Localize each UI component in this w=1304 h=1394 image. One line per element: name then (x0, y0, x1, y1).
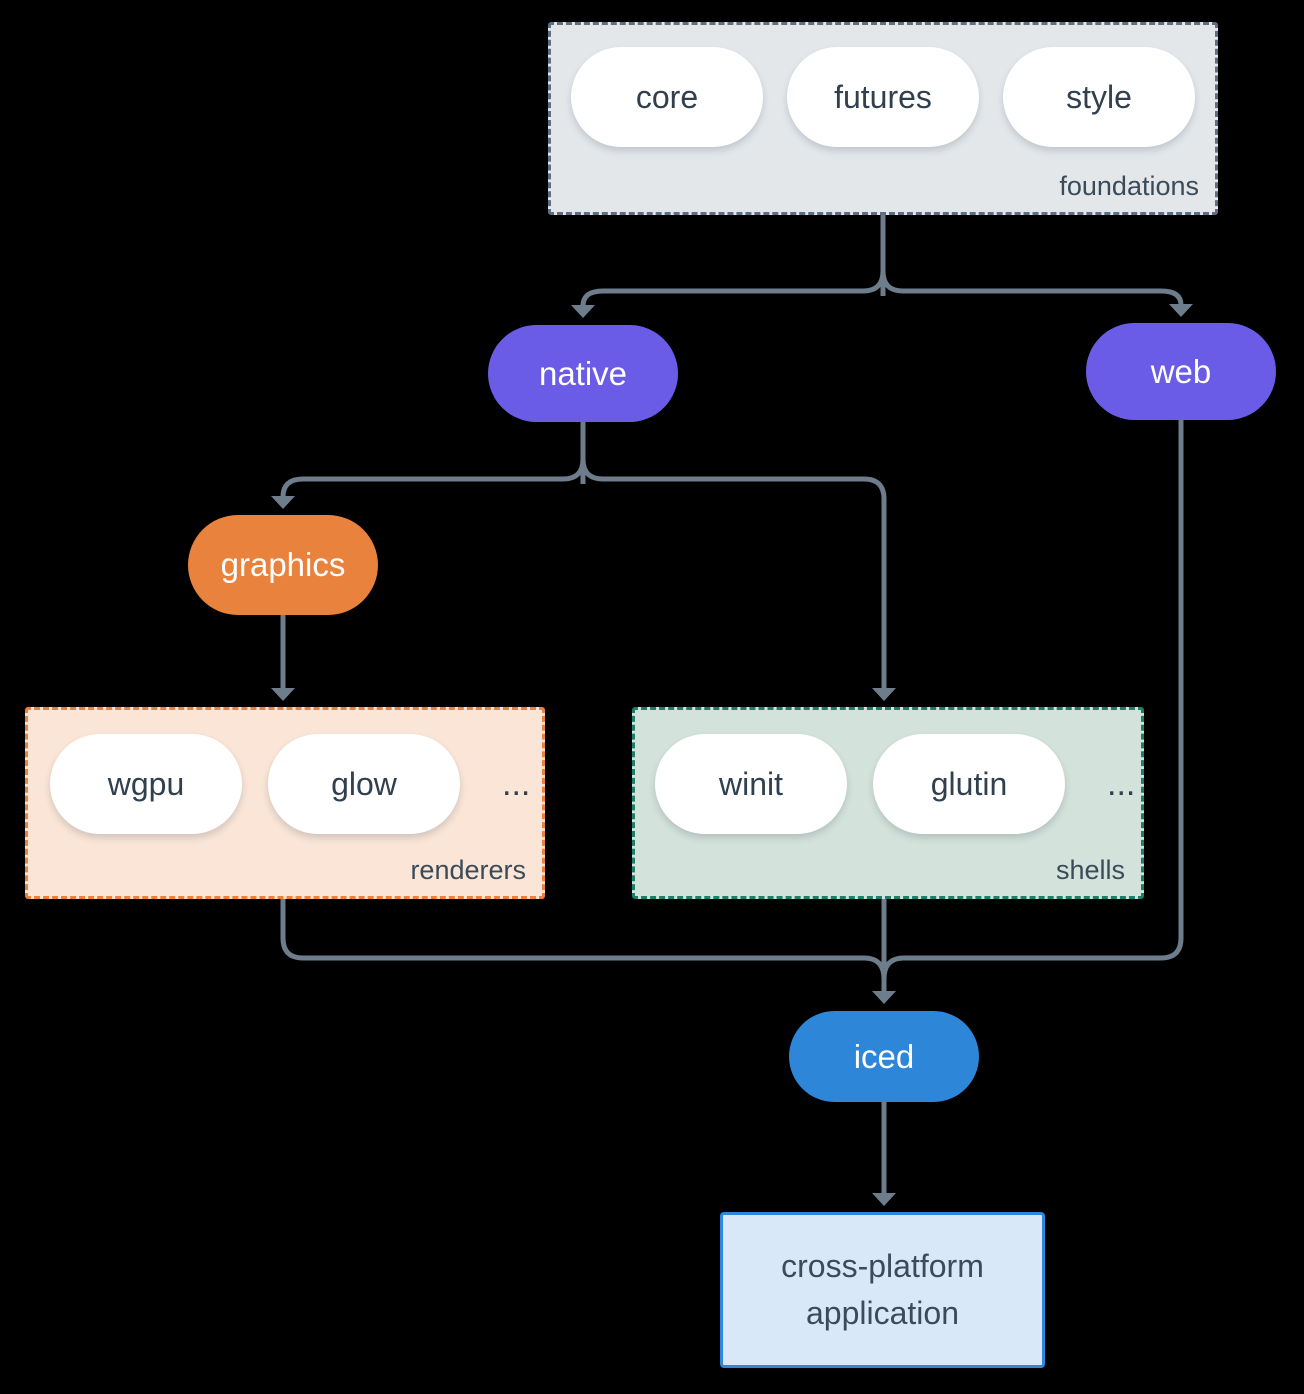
app-text-line1: cross-platform (781, 1248, 984, 1284)
node-style: style (1003, 47, 1195, 147)
arrow-foundations-to-native (580, 270, 886, 307)
arrowhead-iced (872, 991, 896, 1004)
arrow-foundations-to-web (880, 270, 1184, 306)
renderers-label: renderers (410, 855, 526, 885)
arrow-renderers-to-iced (280, 899, 887, 980)
foundations-group: core futures style foundations (548, 22, 1218, 215)
arrow-native-to-shells (580, 458, 887, 689)
shells-ellipsis: ... (1107, 764, 1136, 803)
arrowhead-app (872, 1193, 896, 1206)
node-glow: glow (268, 734, 460, 834)
app-text-line2: application (806, 1295, 959, 1331)
arrow-native-to-graphics (280, 458, 586, 498)
node-iced: iced (789, 1011, 979, 1102)
node-futures: futures (787, 47, 979, 147)
cross-platform-application-box: cross-platform application (720, 1212, 1045, 1368)
foundations-pill-row: core futures style (551, 25, 1215, 147)
shells-label: shells (1055, 855, 1125, 885)
node-winit: winit (655, 734, 847, 834)
foundations-label: foundations (1059, 171, 1199, 201)
node-core: core (571, 47, 763, 147)
node-wgpu: wgpu (50, 734, 242, 834)
renderers-ellipsis: ... (502, 764, 531, 803)
arrowhead-native (571, 305, 595, 318)
arrowhead-renderers (271, 688, 295, 701)
renderers-group: wgpu glow ... renderers (25, 707, 545, 899)
arrowhead-shells (872, 688, 896, 701)
renderers-pill-row: wgpu glow ... (28, 710, 542, 834)
node-graphics: graphics (188, 515, 378, 615)
node-glutin: glutin (873, 734, 1065, 834)
node-native: native (488, 325, 678, 422)
node-web: web (1086, 323, 1276, 420)
shells-pill-row: winit glutin ... (635, 710, 1141, 834)
shells-group: winit glutin ... shells (632, 707, 1144, 899)
arrowhead-graphics (271, 496, 295, 509)
arrowhead-web (1169, 304, 1193, 317)
